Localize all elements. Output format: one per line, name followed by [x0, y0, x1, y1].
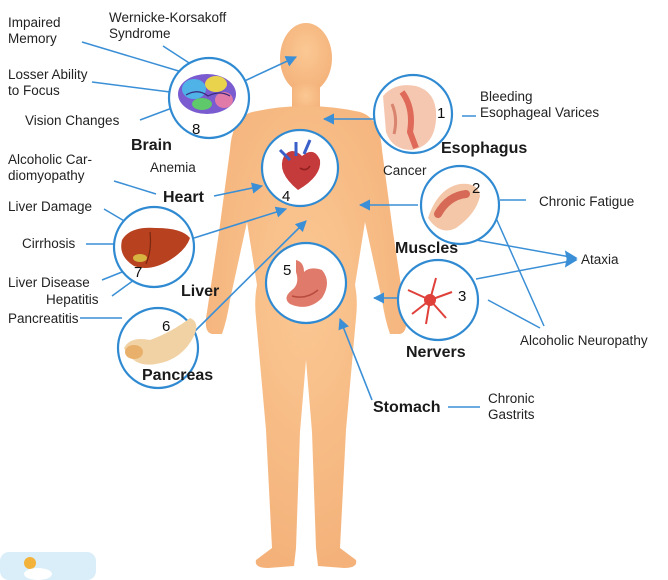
- ataxia-arrowheads: [566, 252, 576, 266]
- muscles-label: Muscles: [395, 241, 458, 257]
- nerves-label: Nervers: [406, 345, 466, 361]
- nerves-number: 3: [458, 288, 466, 305]
- stomach-circle: [266, 243, 346, 323]
- muscles-number: 2: [472, 180, 480, 197]
- wernicke-korsakoff-label: Wernicke-Korsakoff Syndrome: [109, 10, 226, 42]
- cancer-label: Cancer: [383, 163, 427, 179]
- brain-label: Brain: [131, 138, 172, 154]
- stomach-label: Stomach: [373, 400, 441, 416]
- liver-damage-label: Liver Damage: [8, 199, 92, 215]
- alcoholic-neuropathy-label: Alcoholic Neuropathy: [520, 333, 648, 349]
- hepatitis-label: Hepatitis: [46, 292, 99, 308]
- esophagus-number: 1: [437, 105, 445, 122]
- heart-number: 4: [282, 188, 290, 205]
- liver-label: Liver: [181, 284, 219, 300]
- heart-circle: [262, 130, 338, 206]
- cirrhosis-label: Cirrhosis: [22, 236, 75, 252]
- pancreas-number: 6: [162, 318, 170, 335]
- impaired-memory-label: Impaired Memory: [8, 15, 61, 47]
- bleeding-varices-label: Bleeding Esophageal Varices: [480, 89, 599, 121]
- chronic-fatigue-label: Chronic Fatigue: [539, 194, 634, 210]
- heart-label: Heart: [163, 190, 204, 206]
- liver-number: 7: [134, 264, 142, 281]
- muscles-circle: [421, 166, 499, 244]
- esophagus-icon: [383, 85, 436, 150]
- pancreatitis-label: Pancreatitis: [8, 311, 79, 327]
- losser-ability-label: Losser Ability to Focus: [8, 67, 88, 99]
- chronic-gastrits-label: Chronic Gastrits: [488, 391, 535, 423]
- brain-icon: [178, 74, 236, 114]
- alcoholic-cardiomyopathy-label: Alcoholic Car- diomyopathy: [8, 152, 92, 184]
- anemia-label: Anemia: [150, 160, 196, 176]
- pancreas-label: Pancreas: [142, 368, 213, 384]
- ataxia-label: Ataxia: [581, 252, 619, 268]
- brain-number: 8: [192, 121, 200, 138]
- sun-cloud-icon: [0, 552, 96, 580]
- vision-changes-label: Vision Changes: [25, 113, 119, 129]
- brain-circle: [169, 58, 249, 138]
- liver-circle: [114, 207, 194, 287]
- esophagus-label: Esophagus: [441, 141, 527, 157]
- liver-disease-label: Liver Disease: [8, 275, 90, 291]
- stomach-number: 5: [283, 262, 291, 279]
